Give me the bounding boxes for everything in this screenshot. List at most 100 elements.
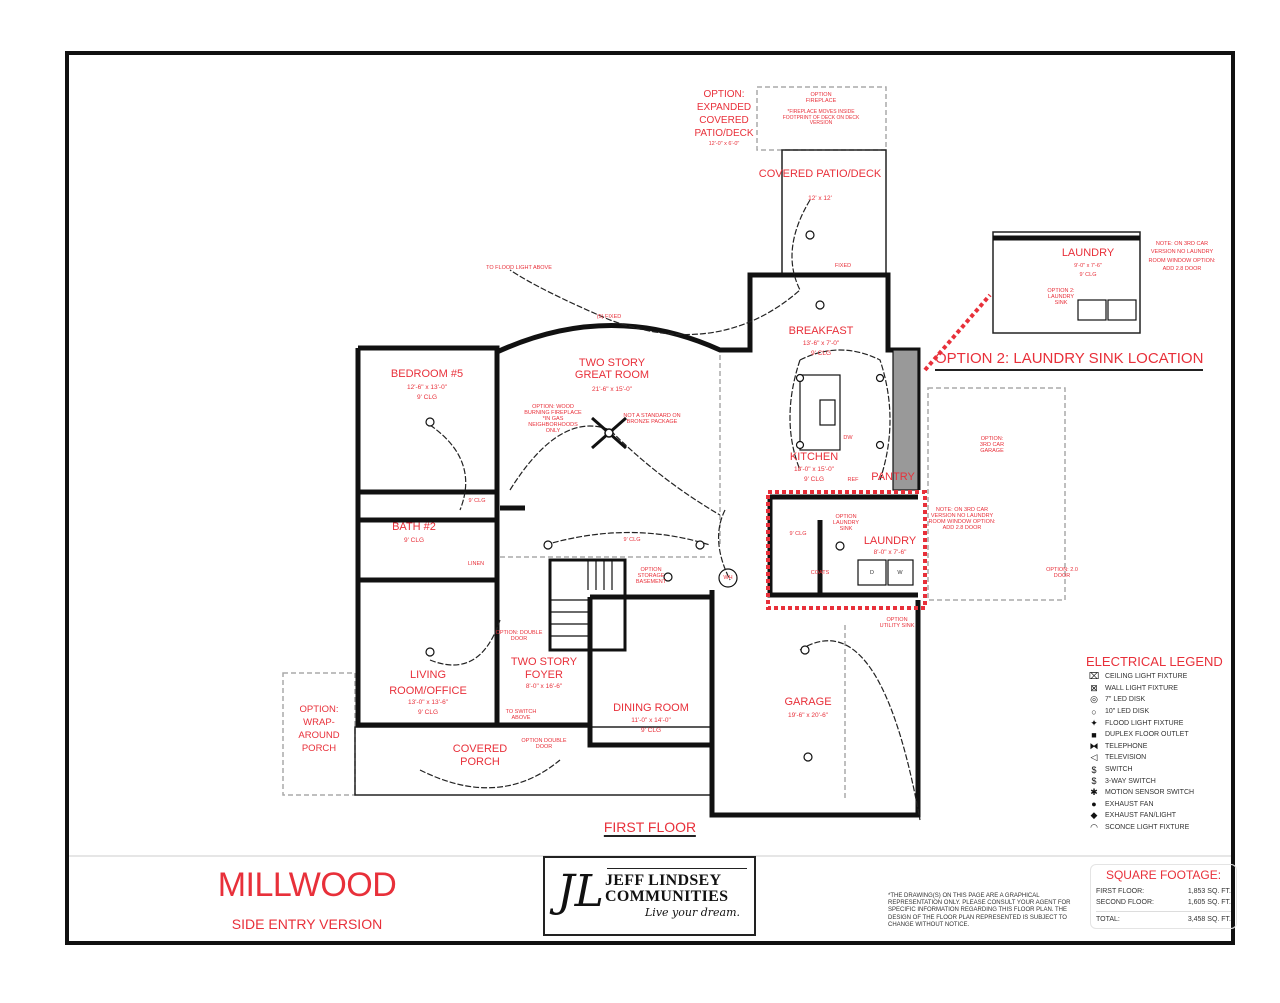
- great-room-name: TWO STORY GREAT ROOM: [574, 357, 650, 382]
- note-utility-sink: OPTION UTILITY SINK: [879, 617, 915, 630]
- dw-label: DW: [843, 435, 853, 441]
- note-flood-light: TO FLOOD LIGHT ABOVE: [486, 265, 552, 271]
- garage-name: GARAGE: [784, 696, 832, 708]
- legend-label: MOTION SENSOR SWITCH: [1105, 789, 1195, 797]
- three-way-switch-icon: $: [1091, 776, 1097, 787]
- logo-line1: JEFF LINDSEY: [605, 872, 722, 889]
- inset-note: NOTE: ON 3RD CAR VERSION NO LAUNDRY ROOM…: [1148, 241, 1216, 272]
- foyer-size: 8'-0" x 16'-6": [525, 683, 563, 690]
- plan-name: MILLWOOD: [217, 866, 397, 904]
- switch-icon: $: [1091, 764, 1097, 775]
- laundry-callout-line: [923, 293, 992, 372]
- floor-label: FIRST FLOOR: [603, 819, 697, 837]
- note-expanded-patio-size: 12'-0" x 6'-0": [708, 141, 740, 147]
- water-heater: [718, 568, 738, 588]
- legend-item: ■ DUPLEX FLOOR OUTLET: [1086, 729, 1226, 741]
- exhaust-fan-icon: ●: [1091, 799, 1097, 810]
- living-clg: 9' CLG: [417, 709, 439, 716]
- television-icon: ◁: [1090, 752, 1098, 763]
- laundry-name: LAUNDRY: [863, 535, 917, 547]
- legend-label: SWITCH: [1105, 766, 1133, 774]
- option2-heading: OPTION 2: LAUNDRY SINK LOCATION: [935, 350, 1204, 371]
- sqft-title: SQUARE FOOTAGE:: [1105, 868, 1222, 882]
- breakfast-name: BREAKFAST: [788, 325, 854, 337]
- legend-label: TELEVISION: [1105, 754, 1147, 762]
- wall-light-icon: ⊠: [1090, 682, 1098, 693]
- ref-label: REF: [847, 477, 859, 483]
- kitchen-size: 18'-0" x 15'-0": [794, 466, 834, 473]
- bedroom5-clg: 9' CLG: [416, 394, 438, 401]
- breakfast-clg: 9' CLG: [810, 350, 832, 357]
- logo-line2: COMMUNITIES: [605, 888, 729, 905]
- breakfast-size: 13'-6" x 7'-0": [802, 340, 840, 347]
- legend-label: EXHAUST FAN/LIGHT: [1105, 812, 1177, 820]
- laundry-size: 8'-0" x 7'-6": [873, 549, 907, 556]
- ceiling-light-icon: ⌧: [1088, 671, 1100, 682]
- note-double-door-2: OPTION DOUBLE DOOR: [521, 738, 567, 751]
- electrical-legend: ELECTRICAL LEGEND ⌧ CEILING LIGHT FIXTURE…: [1086, 654, 1226, 833]
- legend-label: CEILING LIGHT FIXTURE: [1105, 673, 1188, 681]
- ceiling-fan-icon: [591, 416, 627, 450]
- legend-item: $3-WAY SWITCH: [1086, 775, 1226, 787]
- logo-monogram: JL: [557, 866, 604, 917]
- sqft-total-label: TOTAL:: [1096, 916, 1120, 923]
- note-option-fireplace: OPTION FIREPLACE: [805, 92, 837, 105]
- note-third-car: OPTION: 3RD CAR GARAGE: [979, 436, 1005, 455]
- inset-laundry-name: LAUNDRY: [1061, 247, 1115, 259]
- note-linen: LINEN: [467, 561, 485, 567]
- note-third-car-window: NOTE: ON 3RD CAR VERSION NO LAUNDRY ROOM…: [928, 507, 996, 532]
- flood-light-icon: ✦: [1090, 717, 1098, 728]
- page-border: [65, 51, 1235, 945]
- logo-rule: [607, 868, 747, 869]
- legend-label: 7" LED DISK: [1105, 696, 1146, 704]
- dryer-label: D: [870, 570, 874, 576]
- note-laundry-sink: OPTION LAUNDRY SINK: [832, 514, 860, 533]
- garage-size: 19'-6" x 20'-6": [788, 712, 828, 719]
- note-five-fixed: (5) FIXED: [596, 314, 622, 320]
- legend-label: EXHAUST FAN: [1105, 800, 1154, 808]
- kitchen-name: KITCHEN: [789, 451, 839, 463]
- light-fixtures: [425, 230, 885, 762]
- note-double-door: OPTION: DOUBLE DOOR: [495, 630, 543, 643]
- sconce-icon: ◠: [1090, 822, 1098, 833]
- kitchen-clg: 9' CLG: [803, 476, 825, 483]
- laundry-highlight: [766, 490, 927, 610]
- note-expanded-patio: OPTION: EXPANDED COVERED PATIO/DECK: [694, 89, 754, 139]
- legend-title: ELECTRICAL LEGEND: [1086, 654, 1223, 669]
- sqft-total-row: TOTAL:3,458 SQ. FT.: [1096, 911, 1231, 925]
- dining-size: 11'-0" x 14'-0": [631, 717, 671, 724]
- option-third-car-garage-outline: [927, 387, 1066, 601]
- legend-item: ◁ TELEVISION: [1086, 752, 1226, 764]
- legend-item: ⌧ CEILING LIGHT FIXTURE: [1086, 671, 1226, 683]
- kitchen-island: [799, 349, 919, 491]
- legend-label: FLOOD LIGHT FIXTURE: [1105, 719, 1184, 727]
- dining-clg: 9' CLG: [640, 727, 662, 734]
- legend-item: ✱MOTION SENSOR SWITCH: [1086, 787, 1226, 799]
- sqft-row: FIRST FLOOR:1,853 SQ. FT.: [1096, 886, 1231, 897]
- inset-laundry-clg: 9' CLG: [1079, 272, 1097, 278]
- sqft-row: SECOND FLOOR:1,605 SQ. FT.: [1096, 897, 1231, 908]
- legend-item: $ SWITCH: [1086, 764, 1226, 776]
- note-fixed: FIXED: [834, 263, 852, 269]
- note-clg-hall: 9' CLG: [468, 498, 486, 504]
- legend-label: DUPLEX FLOOR OUTLET: [1105, 731, 1189, 739]
- note-clg-mudroom: 9' CLG: [789, 531, 807, 537]
- note-coats: COATS: [810, 570, 830, 576]
- dryer: [857, 559, 887, 586]
- foyer-name: TWO STORY FOYER: [510, 656, 578, 681]
- legend-label: WALL LIGHT FIXTURE: [1105, 684, 1178, 692]
- note-garage-door: OPTION: 2.0 DOOR: [1046, 567, 1078, 580]
- logo-tagline: Live your dream.: [645, 906, 741, 919]
- legend-item: ✦ FLOOD LIGHT FIXTURE: [1086, 717, 1226, 729]
- living-name: LIVING ROOM/OFFICE: [389, 669, 467, 697]
- great-room-size: 21'-6" x 15'-0": [592, 386, 632, 393]
- sqft-value: 1,853 SQ. FT.: [1187, 888, 1231, 895]
- legend-label: 3-WAY SWITCH: [1105, 777, 1156, 785]
- covered-patio-name: COVERED PATIO/DECK: [758, 168, 882, 180]
- legend-item: ○10" LED DISK: [1086, 706, 1226, 718]
- legend-item: ⧓TELEPHONE: [1086, 741, 1226, 753]
- bedroom5-size: 12'-6" x 13'-0": [407, 384, 447, 391]
- duplex-outlet-icon: ■: [1091, 729, 1097, 740]
- note-wrap-porch: OPTION: WRAP-AROUND PORCH: [298, 704, 340, 754]
